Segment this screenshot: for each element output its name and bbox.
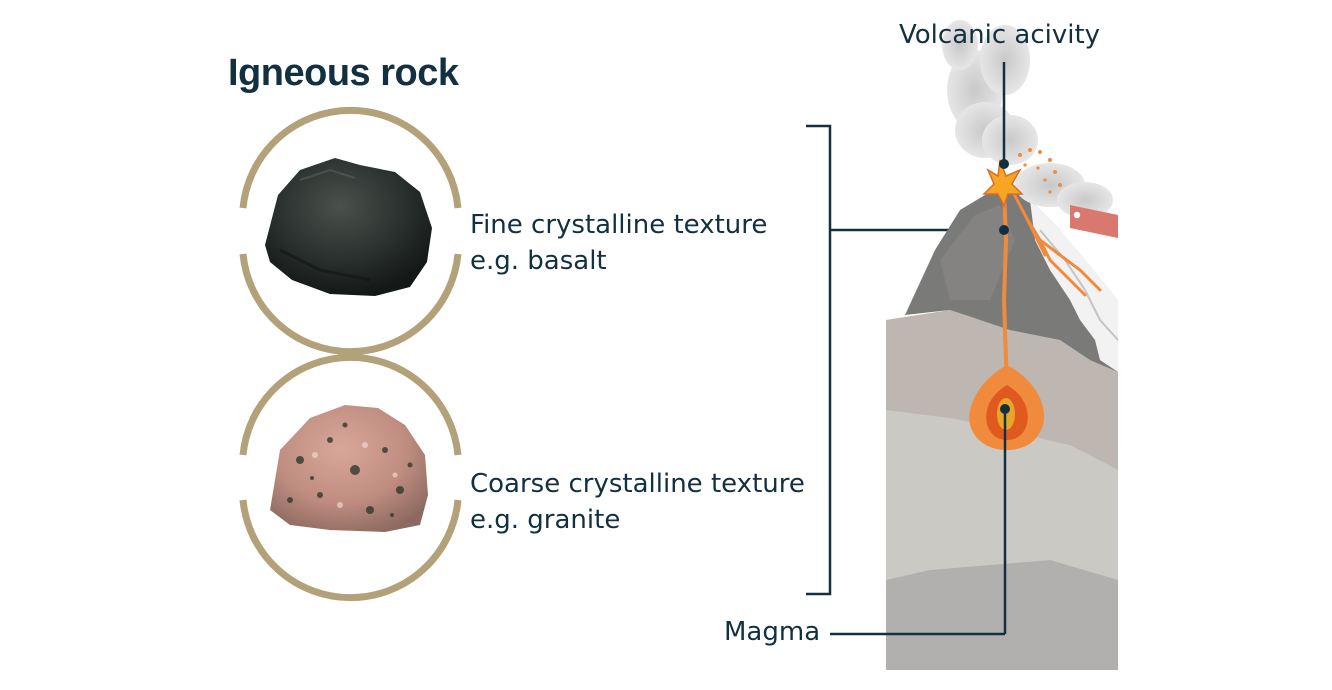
basalt-rock-icon <box>265 158 432 296</box>
granite-example-label: e.g. granite <box>470 505 621 535</box>
basalt-example-label: e.g. basalt <box>470 246 607 276</box>
magma-callout-line <box>830 404 1010 636</box>
basalt-ring <box>239 106 462 356</box>
conduit-dot <box>999 225 1009 235</box>
granite-rock-icon <box>270 405 428 532</box>
basalt-texture-label: Fine crystalline texture <box>470 210 768 240</box>
granite-texture-label: Coarse crystalline texture <box>470 469 805 499</box>
granite-ring <box>239 353 462 602</box>
granite-caption: Coarse crystalline texture e.g. granite <box>470 466 805 538</box>
volcanic-activity-label: Volcanic acivity <box>899 20 1101 50</box>
diagram-title: Igneous rock <box>228 52 459 94</box>
magma-label: Magma <box>724 617 821 647</box>
basalt-caption: Fine crystalline texture e.g. basalt <box>470 207 767 279</box>
volcanic-callout-line <box>999 62 1009 169</box>
volcano-cross-section <box>886 20 1119 670</box>
